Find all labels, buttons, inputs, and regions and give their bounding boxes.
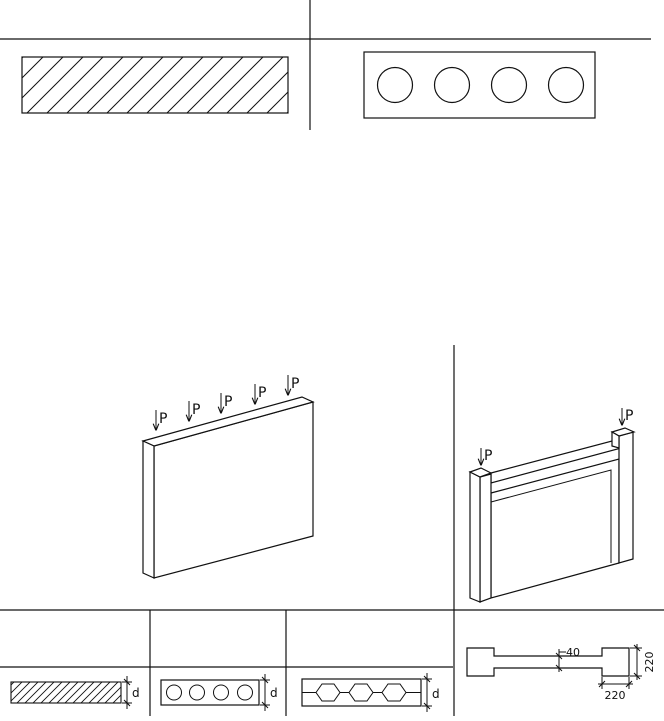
i-section-outline: [466, 647, 630, 677]
load-arrow: P: [481, 448, 492, 465]
left-column-side: [469, 471, 481, 603]
hexagon-slab-small-outline: [301, 678, 422, 707]
load-arrow: P: [221, 393, 232, 413]
void-circle: [189, 684, 205, 701]
void-circle: [547, 66, 585, 104]
bottom-section: d d: [0, 609, 664, 716]
hollow-slab-small-outline: [160, 679, 260, 706]
thickness-label: d: [432, 687, 440, 701]
infill-panel: [490, 458, 620, 599]
wall-panel-isometric: P P P P P: [141, 375, 315, 579]
hexagon-slab-small: d: [301, 673, 440, 712]
void-circle: [433, 66, 471, 104]
load-label: P: [291, 376, 299, 392]
hollow-slab-section: [363, 51, 596, 119]
hollow-slab-outline: [363, 51, 596, 119]
web-thickness-label: 40: [566, 646, 580, 659]
wall-panel-face: [153, 401, 314, 579]
void-circle: [237, 684, 253, 701]
void-hexagon: [381, 683, 407, 702]
frame-wall-isometric: P P: [468, 408, 636, 603]
load-arrow: P: [156, 410, 167, 430]
load-arrow: P: [189, 401, 200, 421]
load-label: P: [192, 402, 200, 418]
load-label: P: [224, 394, 232, 410]
infill-inner-edge: [490, 469, 612, 563]
thickness-label: d: [132, 686, 140, 700]
load-label: P: [159, 411, 167, 427]
void-hexagon: [348, 683, 374, 702]
void-circle: [213, 684, 229, 701]
void-circle: [166, 684, 182, 701]
thickness-label: d: [270, 686, 278, 700]
load-label: P: [484, 448, 492, 464]
load-label: P: [625, 408, 633, 424]
load-arrow: P: [255, 384, 266, 404]
load-label: P: [258, 385, 266, 401]
void-hexagon: [315, 683, 341, 702]
void-circle: [376, 66, 414, 104]
solid-slab-section: [21, 56, 289, 114]
solid-slab-small-section: [10, 681, 122, 704]
i-section-detail: 40 220 220: [466, 644, 656, 702]
hollow-slab-small: d: [160, 674, 278, 711]
wall-panel-edge: [142, 440, 155, 579]
flange-width-label: 220: [605, 689, 626, 702]
right-column: [618, 431, 634, 564]
load-arrow: P: [288, 375, 299, 395]
top-section: [0, 0, 651, 130]
right-column-side: [611, 430, 620, 449]
left-column: [479, 473, 492, 603]
void-circle: [490, 66, 528, 104]
flange-height-label: 220: [643, 652, 656, 673]
left-column-top: [468, 467, 493, 478]
load-arrow: P: [622, 408, 633, 425]
solid-slab-small: d: [10, 676, 140, 709]
